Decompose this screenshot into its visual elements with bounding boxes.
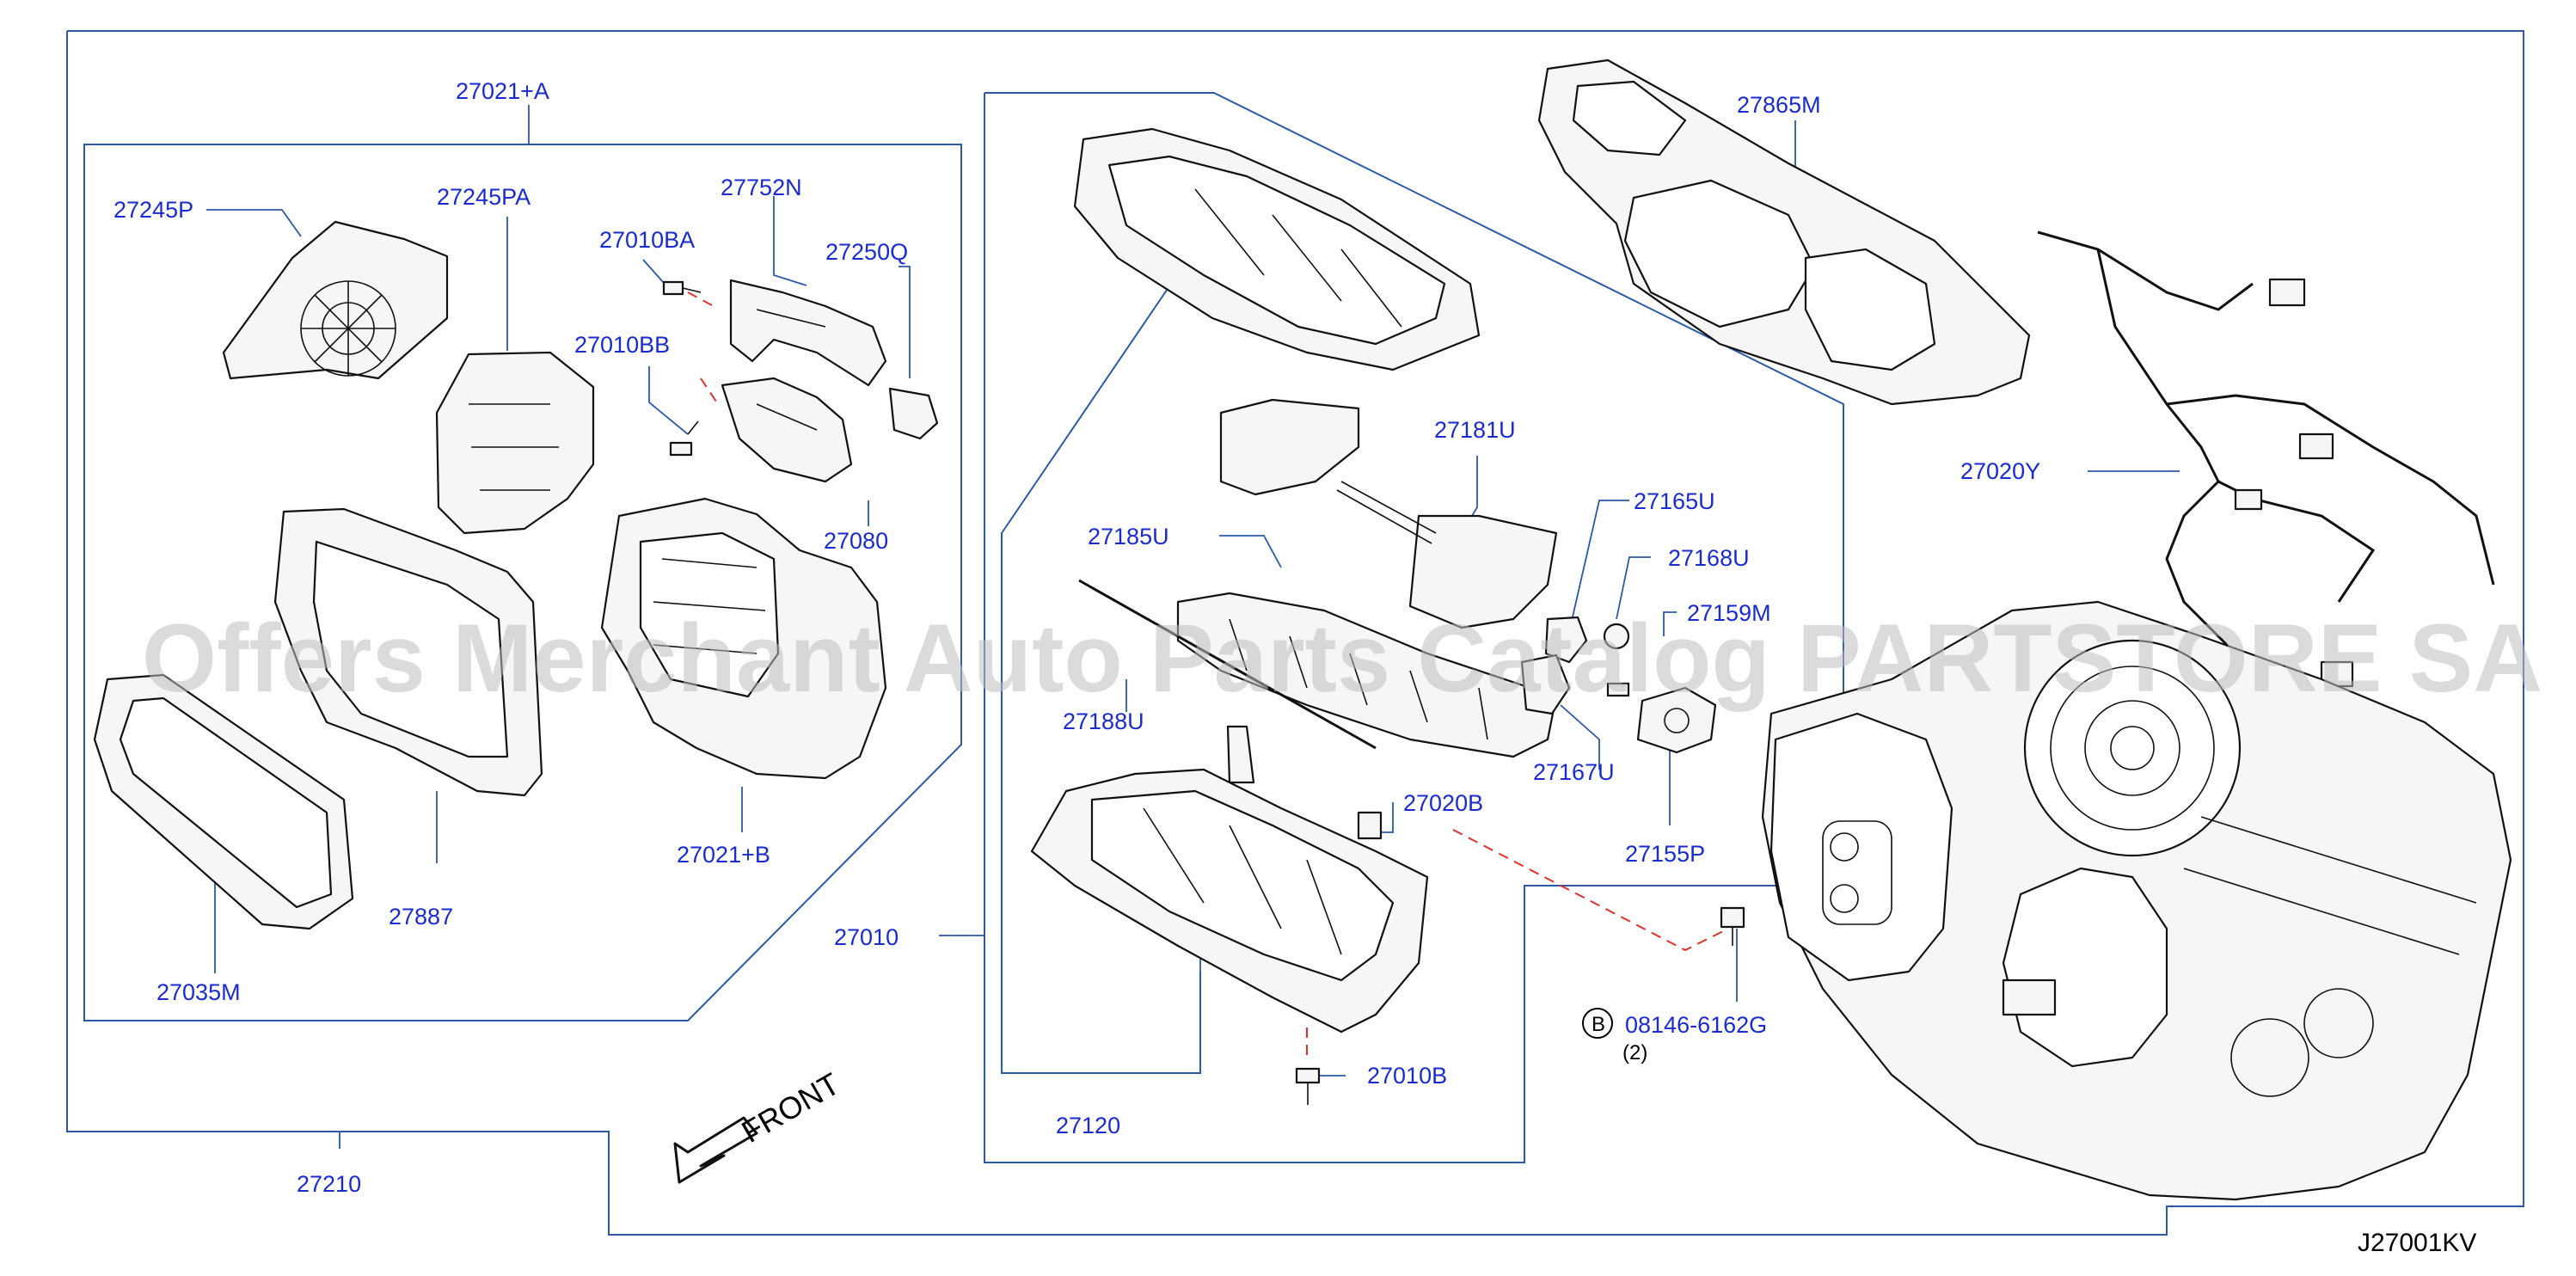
duct-27865M (1537, 58, 2031, 406)
group-27010-frame (984, 92, 1844, 1163)
part-label-27168U[interactable]: 27168U (1668, 545, 1750, 571)
harness-27020Y (2037, 230, 2495, 724)
lower-case-27120 (1030, 725, 1429, 1034)
lever-27167U (1520, 653, 1571, 715)
shaft-27188U (1078, 579, 1377, 750)
part-label-27010B[interactable]: 27010B (1367, 1063, 1447, 1089)
part-label-27887[interactable]: 27887 (389, 904, 453, 929)
fan-grille-27245P (222, 220, 449, 380)
part-label-27181U[interactable]: 27181U (1434, 417, 1516, 443)
lever-27165U (1544, 616, 1588, 664)
part-label-27865M[interactable]: 27865M (1737, 92, 1821, 118)
bracket-27752N (729, 279, 887, 387)
part-label-27752N[interactable]: 27752N (721, 175, 802, 200)
bolt-symbol-circle (1582, 1008, 1613, 1039)
part-label-27250Q[interactable]: 27250Q (825, 239, 908, 265)
part-label-27245PA[interactable]: 27245PA (437, 184, 531, 210)
part-label-27165U[interactable]: 27165U (1634, 488, 1715, 514)
part-label-27155P[interactable]: 27155P (1625, 841, 1705, 867)
outer-assembly-frame (66, 30, 2524, 1236)
group-27120-frame (1001, 280, 1201, 1074)
bolt-08146-6162G (1720, 906, 1745, 946)
duct-27245PA (435, 351, 595, 535)
clip-27168U (1603, 623, 1630, 650)
filter-27035M (93, 673, 354, 930)
clip-27159M (1606, 682, 1630, 697)
front-arrow-icon (673, 1116, 758, 1184)
link-27020B (1357, 811, 1383, 840)
bolt-symbol-letter: B (1592, 1013, 1605, 1036)
fastener-paths (687, 291, 1729, 1062)
part-label-27020B[interactable]: 27020B (1403, 790, 1483, 816)
bolt-quantity: (2) (1622, 1041, 1647, 1064)
part-label-27210[interactable]: 27210 (297, 1171, 361, 1197)
part-label-27010BA[interactable]: 27010BA (599, 227, 695, 253)
bolt-27010BA (662, 280, 702, 296)
part-label-27020Y[interactable]: 27020Y (1960, 458, 2040, 484)
blower-housing-27021B (600, 497, 887, 780)
part-label-27010BB[interactable]: 27010BB (574, 332, 670, 358)
part-label-27159M[interactable]: 27159M (1687, 600, 1771, 626)
diagram-code: J27001KV (2358, 1229, 2476, 1257)
part-label-27185U[interactable]: 27185U (1088, 524, 1169, 549)
group-27021A-frame (83, 144, 962, 1021)
part-label-27188U[interactable]: 27188U (1063, 709, 1144, 734)
actuator-27155P (1636, 686, 1717, 754)
upper-case-27010 (1073, 127, 1481, 371)
part-label-27021B[interactable]: 27021+B (677, 842, 770, 868)
bolt-27010B (1295, 1067, 1321, 1105)
actuator-27080 (721, 377, 853, 483)
part-label-27035M[interactable]: 27035M (156, 979, 241, 1005)
door-27185U (1176, 592, 1558, 758)
bolt-27010BB (669, 420, 699, 457)
part-label-27021A[interactable]: 27021+A (456, 78, 549, 104)
part-label-27120[interactable]: 27120 (1056, 1113, 1120, 1138)
part-labels: 27021+A 27245P 27245PA 27752N 27010BA 27… (113, 78, 2040, 1197)
clip-27250Q (888, 387, 939, 440)
part-label-27245P[interactable]: 27245P (113, 197, 193, 223)
door-27181U (1219, 398, 1558, 629)
part-label-27167U[interactable]: 27167U (1533, 759, 1615, 785)
filter-frame-27887 (273, 507, 543, 797)
part-label-08146-6162G[interactable]: 08146-6162G (1625, 1012, 1767, 1038)
part-label-27080[interactable]: 27080 (824, 528, 888, 554)
part-label-27010[interactable]: 27010 (834, 924, 899, 950)
heater-unit-27210 (1761, 600, 2512, 1201)
watermark: Offers Merchant Auto Parts Catalog PARTS… (142, 604, 2542, 712)
front-label: FRONT (736, 1065, 846, 1150)
